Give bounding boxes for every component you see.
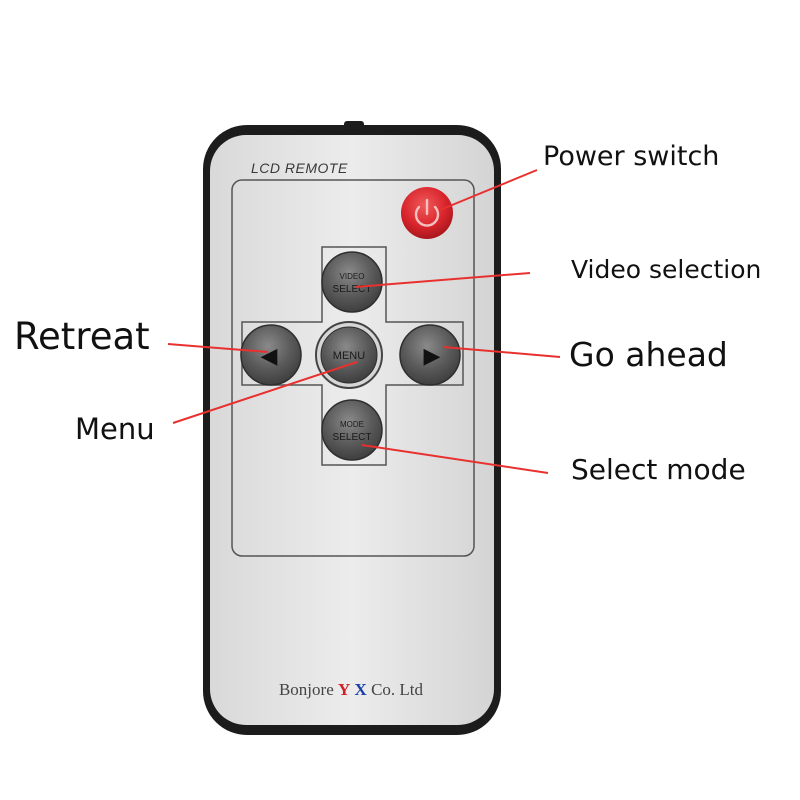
right-arrow-icon: ▶: [424, 344, 441, 369]
remote-top-bump: [344, 121, 364, 129]
pointer-power: [439, 169, 538, 211]
callout-power-switch: Power switch: [543, 141, 720, 172]
video-select-label-top: VIDEO: [340, 272, 365, 281]
power-button[interactable]: [401, 187, 453, 239]
go-ahead-button[interactable]: ▶: [399, 324, 461, 386]
power-icon: [414, 198, 440, 227]
menu-button-label: MENU: [333, 350, 365, 362]
pointer-mode: [361, 444, 549, 474]
company-suffix: Co. Ltd: [371, 680, 423, 699]
video-select-label-bottom: SELECT: [333, 284, 372, 295]
video-select-button[interactable]: VIDEO SELECT: [321, 251, 383, 313]
menu-button[interactable]: MENU: [315, 321, 383, 389]
company-brand-x: X: [355, 680, 368, 699]
left-arrow-icon: ◀: [261, 344, 278, 369]
pointer-video: [354, 272, 531, 288]
callout-select-mode: Select mode: [571, 453, 746, 486]
callout-retreat: Retreat: [14, 315, 150, 358]
mode-select-label-bottom: SELECT: [333, 432, 372, 443]
callout-video-selection: Video selection: [571, 255, 762, 284]
retreat-button[interactable]: ◀: [240, 324, 302, 386]
company-brand-y: Y: [338, 680, 350, 699]
mode-select-label-top: MODE: [340, 420, 364, 429]
dpad-outline: [241, 246, 464, 466]
callout-menu: Menu: [75, 412, 155, 446]
button-panel: [231, 179, 475, 557]
remote-header-text: LCD REMOTE: [251, 160, 348, 176]
company-name: Bonjore Y X Co. Ltd: [279, 680, 424, 699]
company-prefix: Bonjore: [279, 680, 338, 699]
pointer-go-ahead: [442, 346, 561, 358]
pointer-lines: [167, 169, 561, 474]
pointer-retreat: [167, 343, 269, 353]
mode-select-button[interactable]: MODE SELECT: [321, 399, 383, 461]
pointer-menu: [172, 361, 358, 424]
callout-go-ahead: Go ahead: [569, 335, 728, 374]
